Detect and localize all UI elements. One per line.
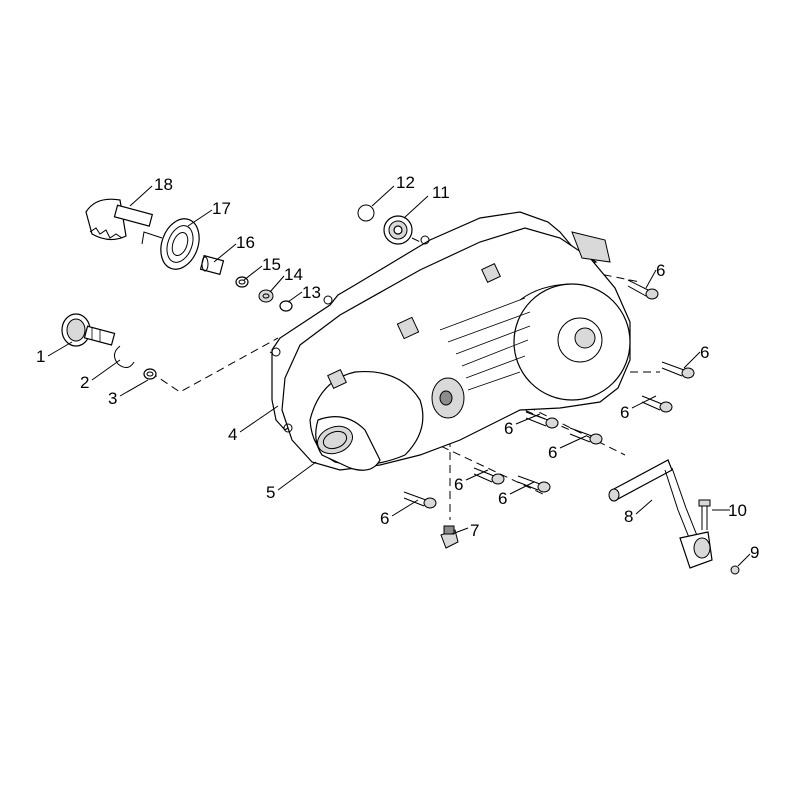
callout-10: 10 <box>728 501 747 520</box>
callout-7: 7 <box>470 521 479 540</box>
callout-3: 3 <box>108 389 117 408</box>
callout-6d: 6 <box>504 419 513 438</box>
callout-18: 18 <box>154 175 173 194</box>
callout-4: 4 <box>228 425 237 444</box>
callout-6e: 6 <box>548 443 557 462</box>
bolt-1 <box>627 279 659 300</box>
bolt-8 <box>403 491 437 509</box>
bearing <box>383 215 413 245</box>
kick-bush <box>199 254 225 276</box>
air-intake-duct <box>315 416 381 471</box>
kick-spring <box>141 218 200 270</box>
callout-16: 16 <box>236 233 255 252</box>
callout-6g: 6 <box>498 489 507 508</box>
callout-8: 8 <box>624 507 633 526</box>
callouts: 1 2 3 4 5 6 6 6 6 6 6 6 6 7 8 9 10 11 12… <box>36 173 759 562</box>
bolt-6 <box>473 467 505 485</box>
callout-6f: 6 <box>454 475 463 494</box>
bolt-3 <box>641 395 673 413</box>
bolt-7 <box>517 475 551 493</box>
leader-lines <box>47 185 751 567</box>
lever-washer <box>730 565 740 575</box>
circlip-13 <box>279 300 293 312</box>
circlip <box>114 345 135 368</box>
callout-1: 1 <box>36 347 45 366</box>
callout-2: 2 <box>80 373 89 392</box>
bolts <box>403 279 695 509</box>
callout-12: 12 <box>396 173 415 192</box>
kick-shaft <box>85 198 154 241</box>
bolt-5 <box>569 427 603 445</box>
drain-bolt <box>440 525 459 549</box>
bearing-circlip <box>357 204 375 222</box>
callout-15: 15 <box>262 255 281 274</box>
callout-5: 5 <box>266 483 275 502</box>
washer-14 <box>258 289 274 303</box>
callout-9: 9 <box>750 543 759 562</box>
callout-14: 14 <box>284 265 303 284</box>
callout-6h: 6 <box>380 509 389 528</box>
cover-ribs <box>439 297 531 391</box>
callout-17: 17 <box>212 199 231 218</box>
bolt-4 <box>525 411 559 429</box>
callout-6a: 6 <box>656 261 665 280</box>
callout-11: 11 <box>432 183 450 202</box>
kick-starter-driven-gear <box>61 313 116 347</box>
bolt-2 <box>661 361 695 379</box>
callout-6b: 6 <box>700 343 709 362</box>
kick-starter-lever <box>608 459 713 569</box>
callout-6c: 6 <box>620 403 629 422</box>
washer-small <box>143 368 157 380</box>
callout-13: 13 <box>302 283 321 302</box>
lever-pin <box>698 499 711 530</box>
